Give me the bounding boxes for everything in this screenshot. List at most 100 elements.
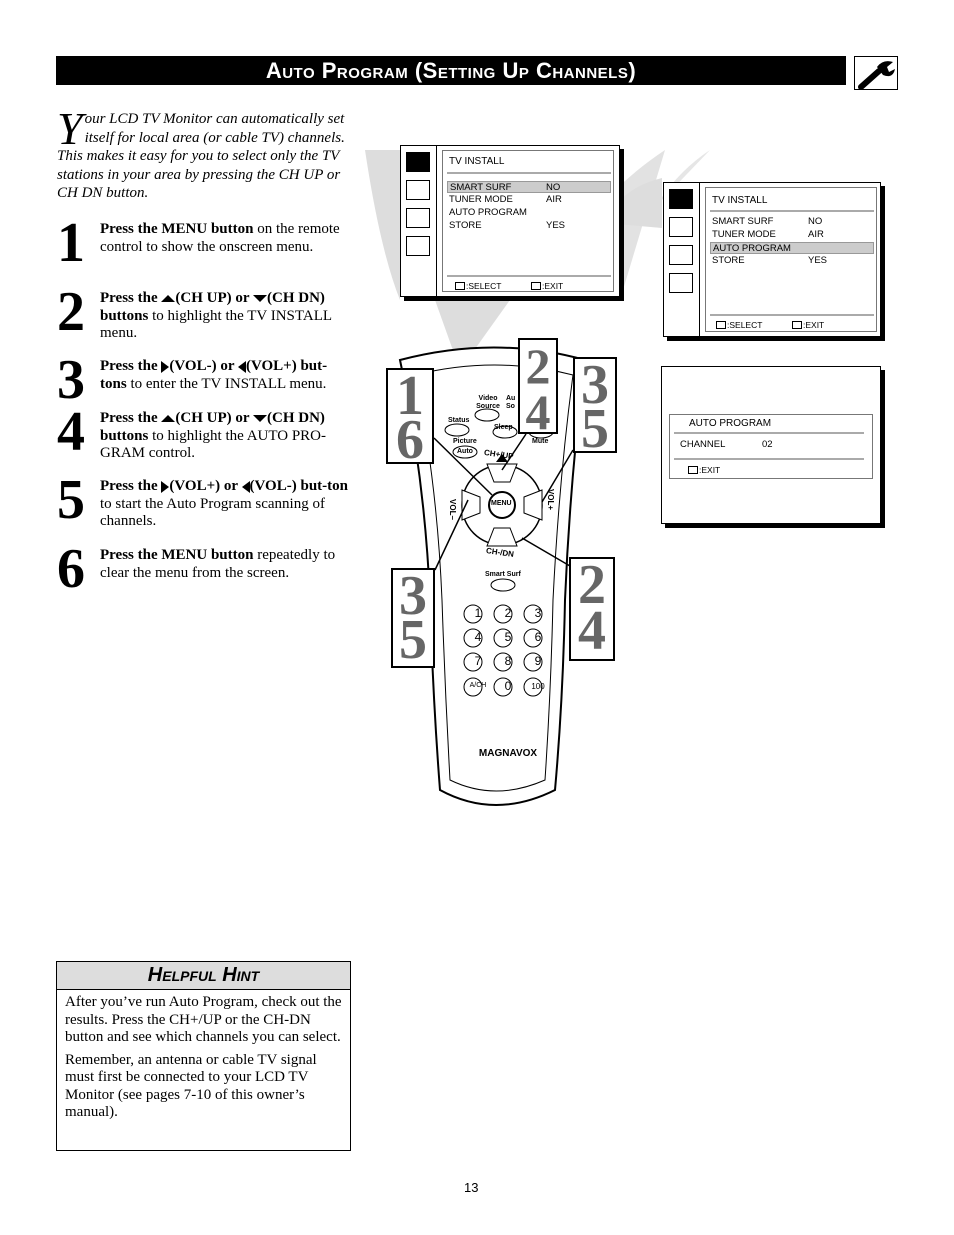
smart-surf-label: Smart Surf: [485, 571, 521, 578]
drop-cap: Y: [57, 103, 83, 154]
row-label: SMART SURF: [450, 182, 512, 193]
step-bold: (CH DN) buttons: [100, 410, 325, 444]
select-icon: [716, 321, 726, 329]
page-number: 13: [464, 1180, 479, 1195]
sleep-label: Sleep: [494, 424, 513, 431]
key-8[interactable]: 8: [504, 654, 512, 668]
callout-number: 5: [399, 609, 427, 671]
callout-number: 5: [581, 398, 609, 460]
menu-button[interactable]: MENU: [491, 500, 512, 507]
row-label: SMART SURF: [712, 216, 774, 227]
right-arrow-icon: [161, 360, 170, 373]
callout-2-4-top: 2 4: [518, 338, 558, 438]
left-arrow-icon: [241, 480, 250, 493]
key-0[interactable]: 0: [504, 679, 512, 693]
exit-hint: :EXIT: [792, 320, 824, 330]
key-7[interactable]: 7: [474, 654, 482, 668]
menu-key-icon: [531, 282, 541, 290]
row-value: NO: [546, 182, 561, 193]
menu-row: STORE YES: [712, 255, 872, 267]
key-5[interactable]: 5: [504, 630, 512, 644]
brand-logo: MAGNAVOX: [478, 748, 538, 759]
step-bold: (VOL-) but-ton: [249, 478, 348, 494]
step-bold: (VOL+) or: [169, 478, 242, 494]
menu-title: TV INSTALL: [712, 195, 768, 206]
picture-label: Picture: [453, 438, 477, 445]
callout-number: 4: [525, 384, 551, 440]
auto-button[interactable]: Auto: [457, 448, 473, 455]
key-3[interactable]: 3: [534, 606, 542, 620]
row-value: AIR: [546, 194, 562, 205]
row-label: STORE: [712, 255, 745, 266]
key-1[interactable]: 1: [474, 606, 482, 620]
callout-number: 2: [525, 338, 551, 394]
hint-paragraph: After you’ve run Auto Program, check out…: [65, 994, 342, 1045]
callout-lines: [433, 433, 574, 571]
key-6[interactable]: 6: [534, 630, 542, 644]
install-icon: [669, 273, 693, 293]
features-icon: [406, 208, 430, 228]
step-bold: (CH DN) buttons: [100, 290, 325, 324]
install-icon: [406, 236, 430, 256]
step-text: to highlight the AUTO PRO-GRAM control.: [100, 427, 327, 462]
menu-key-icon: [688, 466, 698, 474]
select-label: :SELECT: [727, 320, 763, 330]
step-text: to start the Auto Program scanning of ch…: [100, 495, 325, 530]
row-label: AUTO PROGRAM: [713, 243, 791, 254]
callout-number: 4: [578, 600, 606, 662]
step-text: on the remote control to show the onscre…: [100, 221, 340, 255]
audio-source-label: Au So: [506, 395, 516, 410]
features-icon: [669, 245, 693, 265]
step-text: repeatedly to clear the menu from the sc…: [100, 547, 336, 581]
sound-icon: [669, 217, 693, 237]
exit-hint: :EXIT: [688, 465, 720, 475]
screen-sidebar: [664, 183, 700, 336]
exit-label: :EXIT: [542, 281, 564, 291]
left-arrow-icon: [237, 360, 246, 373]
row-value: YES: [808, 255, 828, 266]
key-4[interactable]: 4: [474, 630, 482, 644]
select-icon: [455, 282, 465, 290]
helpful-hint-box: Helpful Hint After you’ve run Auto Progr…: [56, 961, 351, 1151]
step-bold: Press the: [100, 290, 162, 306]
callout-number: 6: [396, 409, 424, 471]
callout-3-5-left: 3 5: [391, 568, 435, 668]
mute-label: Mute: [532, 438, 549, 445]
step-number: 1: [57, 212, 85, 274]
wrench-icon: [854, 56, 898, 90]
key-100[interactable]: 100: [531, 682, 545, 691]
callout-1-6: 1 6: [386, 368, 434, 471]
callout-3-5-right: 3 5: [573, 354, 617, 460]
up-arrow-icon: [161, 295, 176, 303]
step-bold: Press the MENU button: [100, 221, 254, 237]
key-2[interactable]: 2: [504, 606, 512, 620]
row-label: TUNER MODE: [449, 194, 513, 205]
callout-2-4-bottom: 2 4: [569, 557, 615, 661]
page-title: Auto Program (Setting Up Channels): [56, 56, 846, 85]
step-text: to highlight the TV INSTALL menu.: [100, 307, 332, 342]
step-bold: (VOL-) or: [169, 358, 238, 374]
callout-number: 3: [581, 354, 609, 416]
key-ach[interactable]: A/CH: [469, 682, 487, 689]
row-value: YES: [546, 220, 566, 231]
exit-hint: :EXIT: [531, 281, 563, 291]
step-bold: Press the MENU button: [100, 547, 254, 563]
menu-row: TUNER MODE AIR: [449, 194, 609, 206]
menu-key-icon: [792, 321, 802, 329]
channel-label: CHANNEL: [680, 439, 726, 450]
video-source-label: Video Source: [476, 395, 500, 410]
menu-row: AUTO PROGRAM: [449, 207, 609, 219]
callout-number: 2: [578, 554, 606, 616]
step-bold: (CH UP) or: [175, 290, 254, 306]
exit-label: :EXIT: [699, 465, 721, 475]
key-9[interactable]: 9: [534, 654, 542, 668]
